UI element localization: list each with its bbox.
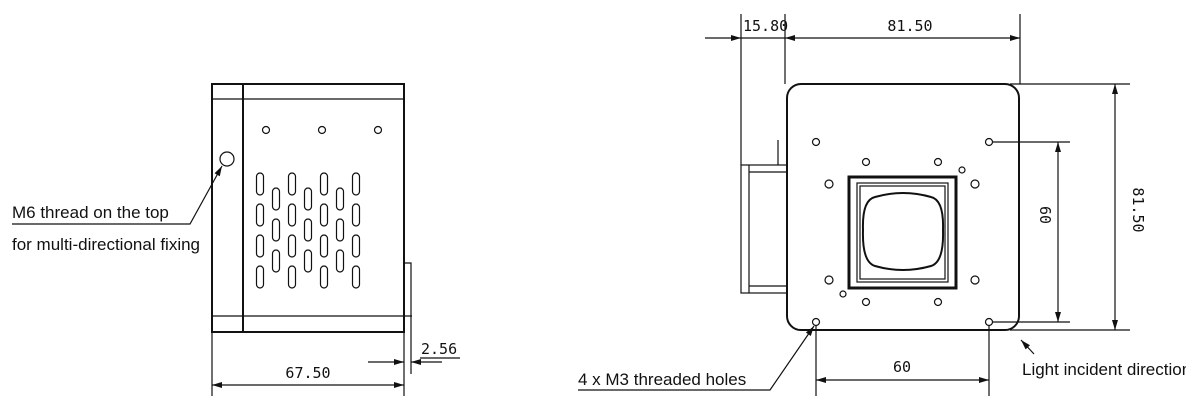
- plate-hole: [811, 137, 821, 147]
- side-body: [211, 83, 405, 333]
- plate-hole: [970, 275, 980, 285]
- plate-hole: [839, 290, 847, 298]
- side-view: 67.50 2.56 M6 thread on the top for mult…: [12, 83, 460, 396]
- vent-slot: [287, 203, 297, 227]
- vent-slot: [303, 187, 313, 211]
- vent-slot: [351, 203, 361, 227]
- vent-slot: [351, 265, 361, 289]
- plate-hole: [824, 275, 834, 285]
- m6-callout-line2: for multi-directional fixing: [12, 235, 200, 254]
- vent-slot: [271, 218, 281, 242]
- vent-slot: [255, 203, 265, 227]
- dim-67-50: 67.50: [285, 364, 330, 382]
- vent-slot: [255, 234, 265, 258]
- connector-housing: [740, 164, 788, 294]
- plate-hole: [933, 157, 943, 167]
- vent-slot: [319, 265, 329, 289]
- plate-hole: [958, 166, 966, 174]
- vent-slot: [319, 203, 329, 227]
- plate-hole: [861, 297, 871, 307]
- plate-hole: [984, 317, 994, 327]
- light-direction-callout: Light incident direction: [1022, 360, 1186, 379]
- vent-slot: [287, 172, 297, 196]
- vent-slot: [271, 249, 281, 273]
- vent-slot: [335, 187, 345, 211]
- vent-slot: [303, 218, 313, 242]
- vent-slot: [271, 187, 281, 211]
- dim-81-50-height: 81.50: [1129, 187, 1147, 232]
- mount-hole: [261, 125, 271, 135]
- dim-60-horizontal: 60: [893, 358, 911, 376]
- plate-hole: [970, 179, 980, 189]
- dim-15-80: 15.80: [743, 17, 788, 35]
- front-view: 15.80 81.50 81.50 60 60 4 x M3 threaded …: [578, 14, 1186, 396]
- vent-slot: [255, 172, 265, 196]
- plate-holes: [811, 137, 994, 327]
- vent-slots: [255, 172, 361, 289]
- sensor-window: [861, 192, 945, 271]
- plate-hole: [811, 317, 821, 327]
- plate-hole: [933, 297, 943, 307]
- vent-slot: [319, 234, 329, 258]
- vent-slot: [287, 265, 297, 289]
- vent-slot: [335, 249, 345, 273]
- vent-slot: [303, 249, 313, 273]
- dim-2-56: 2.56: [421, 340, 457, 358]
- vent-slot: [351, 234, 361, 258]
- mount-hole: [373, 125, 383, 135]
- plate-hole: [984, 137, 994, 147]
- m6-thread-hole: [219, 151, 235, 167]
- vent-slot: [351, 172, 361, 196]
- vent-slot: [287, 234, 297, 258]
- plate-hole: [824, 179, 834, 189]
- sensor-frame: [847, 175, 958, 290]
- vent-slot: [319, 172, 329, 196]
- dim-60-vertical: 60: [1036, 206, 1054, 224]
- m3-holes-callout: 4 x M3 threaded holes: [578, 370, 746, 389]
- front-plate: [786, 83, 1020, 331]
- dim-81-50-width: 81.50: [887, 17, 932, 35]
- vent-slot: [335, 218, 345, 242]
- side-tab: [404, 262, 412, 342]
- plate-hole: [861, 157, 871, 167]
- vent-slot: [255, 265, 265, 289]
- m6-callout-line1: M6 thread on the top: [12, 203, 169, 222]
- mount-hole: [317, 125, 327, 135]
